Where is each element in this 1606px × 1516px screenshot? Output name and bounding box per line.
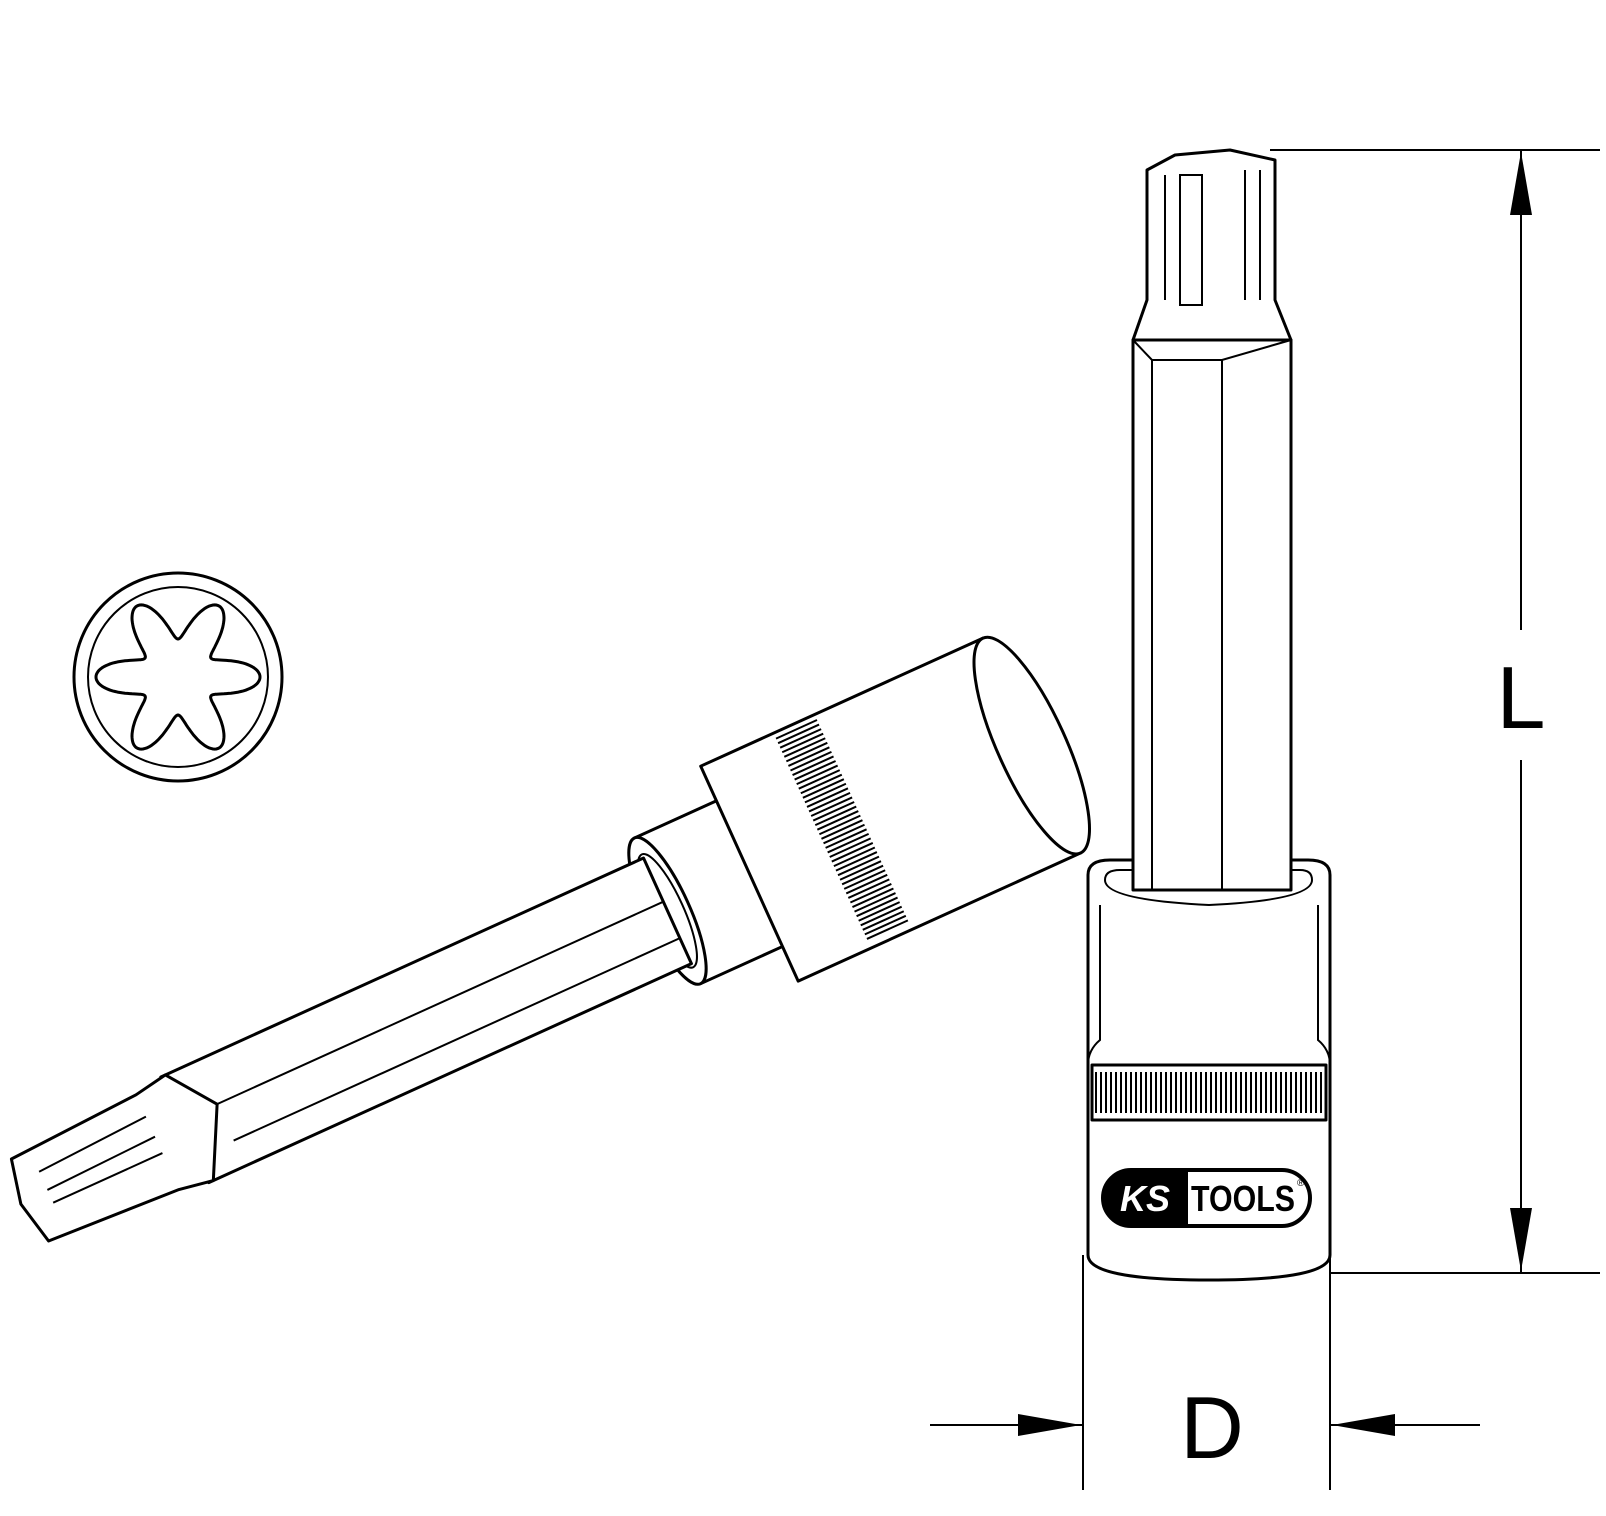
knurl-line	[808, 791, 851, 813]
knurl-line	[814, 805, 857, 827]
knurl-line	[864, 914, 907, 936]
knurl-line	[833, 846, 876, 868]
knurl-line	[837, 855, 880, 877]
knurl-line	[841, 864, 884, 886]
logo-ks: KS	[1120, 1178, 1170, 1219]
registered-mark: ®	[1297, 1178, 1305, 1189]
knurl-line	[847, 878, 890, 899]
knurl-line	[835, 851, 878, 872]
knurl-line	[839, 860, 882, 881]
knurl-line	[792, 755, 834, 776]
knurl-line	[862, 910, 905, 931]
knurl-line	[806, 787, 849, 808]
dimension-diameter: D	[930, 1255, 1480, 1490]
knurl-line	[852, 887, 894, 908]
knurl-line	[790, 750, 832, 772]
knurl-line	[856, 896, 898, 918]
knurl-line	[781, 732, 824, 754]
knurl-line	[849, 883, 892, 904]
dimension-length: L	[1270, 149, 1600, 1274]
knurl-line	[843, 869, 886, 890]
knurl-line	[845, 873, 888, 895]
knurl-line	[810, 796, 853, 817]
knurl-line	[794, 760, 837, 781]
knurl-line	[796, 764, 839, 786]
knurl-line	[800, 773, 843, 795]
knurl-line	[827, 832, 870, 854]
knurl-line	[829, 837, 872, 858]
knurl-line	[802, 778, 845, 799]
diameter-label: D	[1180, 1378, 1244, 1477]
knurl-line	[821, 819, 863, 840]
knurl-line	[866, 919, 909, 940]
knurl-line	[858, 901, 901, 922]
knurl-line	[804, 782, 847, 804]
length-label: L	[1497, 648, 1546, 747]
knurl-line	[816, 810, 859, 831]
knurl-line	[812, 801, 855, 822]
knurl-line	[825, 828, 867, 849]
knurl-line	[777, 723, 820, 745]
upright-bit-socket: KS TOOLS ®	[1086, 148, 1332, 1282]
knurl-line	[818, 814, 861, 836]
ks-tools-logo: KS TOOLS ®	[1101, 1168, 1312, 1228]
knurl-line	[788, 746, 830, 767]
knurl-line	[779, 728, 822, 749]
knurl-line	[775, 719, 818, 740]
hex-shank	[1131, 338, 1293, 892]
socket-drive-end	[972, 635, 1092, 856]
torx-bit-tip	[1131, 148, 1293, 342]
hex-shank	[159, 856, 693, 1185]
knurl-line	[785, 741, 828, 763]
knurl-line	[860, 905, 903, 927]
knurl-line	[854, 892, 896, 913]
logo-tools: TOOLS	[1191, 1178, 1295, 1219]
knurl-line	[798, 769, 841, 790]
knurl-line	[831, 842, 874, 863]
angled-bit-socket	[9, 635, 1092, 1243]
knurl-line	[823, 823, 865, 845]
knurl-line	[783, 737, 826, 758]
torx-profile-icon	[72, 571, 284, 783]
